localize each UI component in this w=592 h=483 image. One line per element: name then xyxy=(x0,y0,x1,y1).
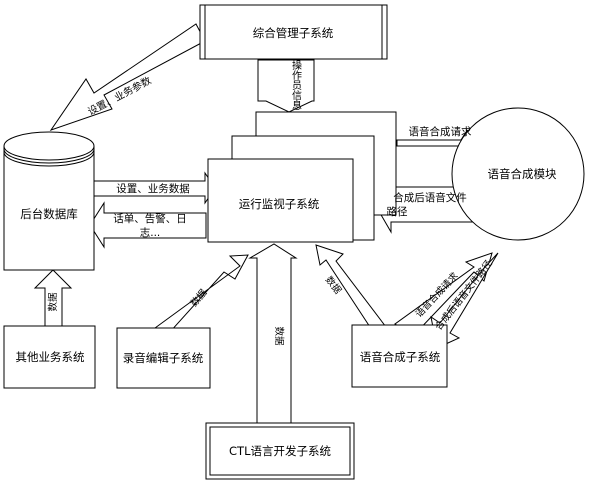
backend-db-cylinder xyxy=(3,131,95,271)
data-ctl-label: 数据 xyxy=(273,326,285,346)
recording-edit-box xyxy=(116,327,211,389)
arrow-operator-info xyxy=(257,59,315,113)
data-other-label: 数据 xyxy=(47,292,59,312)
ctl-dev-label: CTL语言开发子系统 xyxy=(229,444,331,458)
integrated-mgmt-label: 综合管理子系统 xyxy=(253,26,334,40)
run-monitor-box xyxy=(207,158,354,243)
ctl-dev-box xyxy=(205,422,355,480)
arrow-data-recording xyxy=(153,254,249,333)
arrow-data-tts xyxy=(315,244,388,328)
backend-db-label: 后台数据库 xyxy=(20,207,78,221)
other-business-label: 其他业务系统 xyxy=(16,350,85,364)
tts-result-label-line2: 路径 xyxy=(387,205,408,218)
other-business-box xyxy=(3,325,96,389)
tts-result-label-line1: 合成后语音文件 xyxy=(393,191,467,204)
logs-label-line1: 话单、告警、日 xyxy=(113,212,187,225)
arrow-settings-params xyxy=(49,23,206,131)
arrow-logs xyxy=(89,201,207,249)
settings-data-label: 设置、业务数据 xyxy=(116,182,190,195)
logs-label-line2: 志... xyxy=(140,226,161,239)
integrated-mgmt-box xyxy=(199,4,388,60)
recording-edit-label: 录音编辑子系统 xyxy=(123,351,204,365)
tts-subsystem-label: 语音合成子系统 xyxy=(360,350,441,364)
tts-module-circle xyxy=(451,107,585,241)
operator-info-label: 操作员信息 xyxy=(290,59,302,110)
tts-module-label: 语音合成模块 xyxy=(488,167,557,181)
run-monitor-label: 运行监视子系统 xyxy=(239,197,320,211)
tts-request-label: 语音合成请求 xyxy=(409,125,472,138)
arrow-data-other xyxy=(33,269,73,327)
tts-subsystem-box xyxy=(351,324,448,388)
arrow-data-ctl xyxy=(248,243,298,424)
